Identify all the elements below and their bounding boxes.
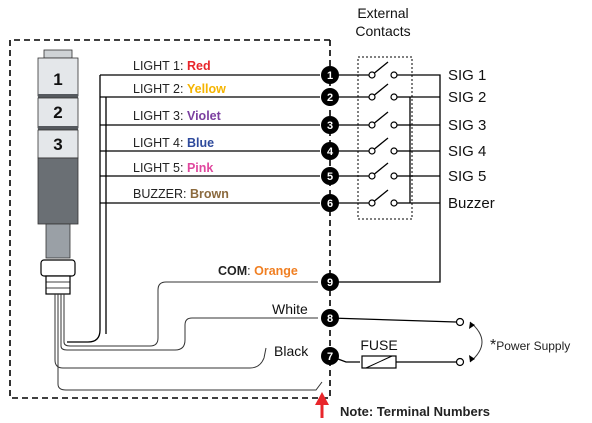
external-contacts-title-line1: External bbox=[357, 5, 408, 21]
signal-label-3: SIG 3 bbox=[448, 117, 486, 134]
terminal-9-number: 9 bbox=[327, 277, 333, 289]
terminal-5-number: 5 bbox=[327, 171, 333, 183]
power-supply-arc bbox=[469, 321, 483, 363]
signal-label-5: SIG 5 bbox=[448, 168, 486, 185]
common-return-wire bbox=[330, 74, 441, 283]
terminal-2-number: 2 bbox=[327, 92, 333, 104]
wire-label-light-5: LIGHT 5: Pink bbox=[133, 161, 213, 175]
terminal-4: 4 bbox=[321, 142, 339, 160]
note-arrow bbox=[315, 392, 329, 418]
contact-switches bbox=[330, 61, 441, 283]
supply-terminal-black bbox=[455, 357, 465, 367]
wire-label-buzzer: BUZZER: Brown bbox=[133, 187, 229, 201]
fuse-label: FUSE bbox=[360, 337, 397, 353]
wire-label-black: Black bbox=[274, 343, 309, 359]
terminal-7: 7 bbox=[321, 347, 339, 365]
terminal-8: 8 bbox=[321, 309, 339, 327]
terminal-7-number: 7 bbox=[327, 351, 333, 363]
terminal-2: 2 bbox=[321, 88, 339, 106]
signal-label-4: SIG 4 bbox=[448, 143, 486, 160]
wire-label-light-1: LIGHT 1: Red bbox=[133, 59, 211, 73]
housing-outline bbox=[9, 39, 330, 399]
wire-label-light-4: LIGHT 4: Blue bbox=[133, 136, 214, 150]
terminal-8-number: 8 bbox=[327, 313, 333, 325]
tier-2-label: 2 bbox=[53, 103, 62, 122]
wire-labels: LIGHT 1: Red LIGHT 2: Yellow LIGHT 3: Vi… bbox=[133, 59, 309, 359]
tier-1-label: 1 bbox=[53, 70, 62, 89]
wire-label-common: COM: Orange bbox=[218, 264, 298, 278]
signal-tower: 1 2 3 bbox=[37, 49, 79, 295]
wire-label-light-3: LIGHT 3: Violet bbox=[133, 109, 222, 123]
signal-label-2: SIG 2 bbox=[448, 89, 486, 106]
power-supply-label: *Power Supply bbox=[490, 337, 570, 354]
terminal-4-number: 4 bbox=[327, 146, 334, 158]
signal-label-buzzer: Buzzer bbox=[448, 195, 495, 212]
wire-label-white: White bbox=[272, 301, 308, 317]
external-contacts-box bbox=[357, 56, 413, 220]
terminal-6: 6 bbox=[321, 194, 339, 212]
terminal-3-number: 3 bbox=[327, 120, 333, 132]
common-bus bbox=[409, 96, 440, 204]
terminal-note: Note: Terminal Numbers bbox=[340, 404, 490, 419]
external-contacts-title-line2: Contacts bbox=[355, 23, 410, 39]
signal-label-1: SIG 1 bbox=[448, 67, 486, 84]
terminals: 1 2 3 4 5 6 9 8 7 bbox=[321, 66, 339, 365]
terminal-3: 3 bbox=[321, 116, 339, 134]
cable-bundle bbox=[54, 74, 323, 391]
terminal-1-number: 1 bbox=[327, 70, 333, 82]
terminal-6-number: 6 bbox=[327, 198, 333, 210]
terminal-1: 1 bbox=[321, 66, 339, 84]
wire-label-light-2: LIGHT 2: Yellow bbox=[133, 82, 226, 96]
tier-3-label: 3 bbox=[53, 135, 62, 154]
supply-terminal-white bbox=[455, 317, 465, 327]
terminal-5: 5 bbox=[321, 167, 339, 185]
power-wiring: FUSE *Power Supply bbox=[329, 317, 570, 369]
terminal-9: 9 bbox=[321, 273, 339, 291]
